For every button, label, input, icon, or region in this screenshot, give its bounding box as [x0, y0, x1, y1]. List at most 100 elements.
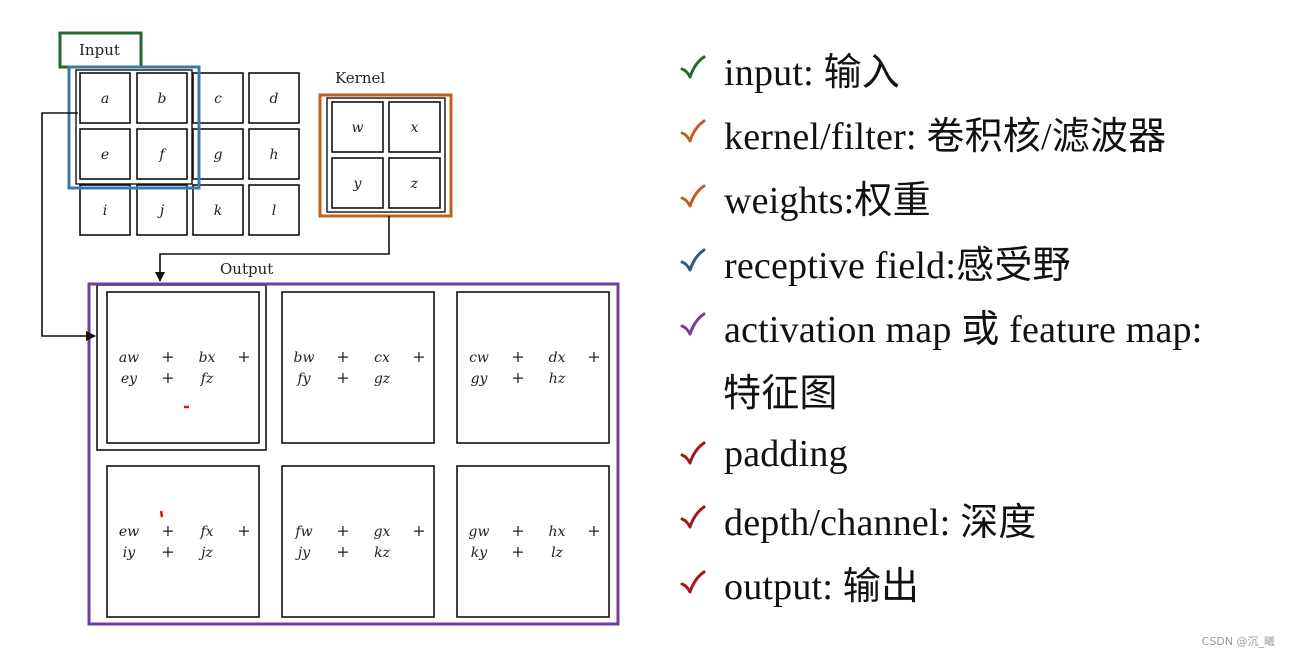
term-list: input: 输入 kernel/filter: 卷积核/滤波器 weights:权…: [680, 36, 1203, 615]
kernel-box: [318, 93, 453, 218]
input-cell-value: f: [158, 147, 167, 163]
input-cell-value: k: [214, 203, 222, 219]
input-cell-value: b: [158, 91, 167, 107]
input-cell-value: i: [103, 203, 107, 219]
input-cell: d: [248, 72, 300, 124]
output-cell: fw+gx+jy+kz: [281, 465, 435, 618]
kernel-grid: w x y z: [326, 97, 446, 213]
kernel-cell: y: [331, 157, 384, 209]
kernel-cell-value: y: [353, 176, 363, 192]
plus-sign: +: [412, 347, 425, 366]
output-cell: ew+fx+iy+jz: [106, 465, 260, 618]
output-term: fy: [296, 371, 311, 387]
output-term: kz: [374, 545, 390, 561]
receptive-field-box: [67, 65, 201, 190]
output-term: iy: [123, 545, 136, 561]
output-cell: cw+dx+gy+hz: [456, 291, 610, 444]
output-term: jy: [295, 545, 311, 561]
input-cell-value: d: [270, 91, 279, 107]
term-text: receptive field:感受野: [724, 244, 1071, 287]
input-cell: h: [248, 128, 300, 180]
kernel-label: Kernel: [335, 69, 385, 87]
output-label: Output: [220, 260, 273, 278]
input-cell: j: [136, 184, 188, 236]
plus-sign: +: [587, 347, 600, 366]
input-cell-value: a: [101, 91, 109, 107]
output-term: cw: [469, 350, 489, 366]
output-term: hx: [549, 524, 566, 540]
kernel-cell-value: x: [411, 120, 419, 136]
output-term: fz: [200, 371, 214, 387]
term-text: weights:权重: [724, 180, 931, 223]
output-term: bw: [294, 350, 315, 366]
term-text: activation map 或 feature map:: [724, 308, 1203, 351]
output-cell: aw+bx+ey+fz: [106, 291, 260, 444]
term-item: receptive field:感受野: [680, 229, 1203, 293]
check-icon: [680, 119, 706, 143]
output-term: gx: [374, 524, 391, 540]
input-cell: b: [136, 72, 188, 124]
output-term: ey: [121, 371, 138, 387]
plus-sign: +: [336, 368, 349, 387]
input-cell-value: c: [214, 91, 222, 107]
output-term: fw: [294, 524, 312, 540]
term-text: input: 输入: [724, 51, 900, 94]
output-term: gz: [374, 371, 391, 387]
check-icon: [680, 184, 706, 208]
output-term: ew: [119, 524, 139, 540]
plus-sign: +: [161, 368, 174, 387]
term-item: weights:权重: [680, 165, 1203, 229]
output-term: gw: [469, 524, 490, 540]
output-term: lz: [551, 545, 563, 561]
input-cell: l: [248, 184, 300, 236]
input-cell: k: [192, 184, 244, 236]
term-item: 特征图: [680, 357, 1203, 421]
kernel-to-output-arrow: [155, 216, 390, 282]
input-cell: c: [192, 72, 244, 124]
term-text: 特征图: [723, 373, 838, 416]
plus-sign: +: [161, 521, 174, 540]
term-item: activation map 或 feature map:: [680, 293, 1203, 357]
input-cell-value: j: [157, 203, 165, 219]
output-cell: gw+hx+ky+lz: [456, 465, 610, 618]
input-cell: f: [136, 128, 188, 180]
input-to-output-arrow: [41, 112, 96, 341]
plus-sign: +: [336, 347, 349, 366]
output-term: gy: [471, 371, 489, 387]
term-text: depth/channel: 深度: [724, 501, 1037, 544]
kernel-cell: x: [388, 101, 441, 153]
input-cell-value: g: [214, 147, 223, 163]
plus-sign: +: [412, 521, 425, 540]
output-grid: aw+bx+ey+fzbw+cx+fy+gzcw+dx+gy+hzew+fx+i…: [96, 284, 610, 618]
input-cell-value: h: [269, 147, 278, 163]
check-icon: [680, 570, 706, 594]
input-cell-value: l: [272, 203, 276, 219]
annotation-mark: [159, 510, 164, 518]
plus-sign: +: [511, 347, 524, 366]
kernel-cell: z: [388, 157, 441, 209]
check-icon: [680, 248, 706, 272]
output-term: jz: [198, 545, 213, 561]
output-box: [87, 282, 620, 626]
plus-sign: +: [587, 521, 600, 540]
output-cell: bw+cx+fy+gz: [281, 291, 435, 444]
term-item: depth/channel: 深度: [680, 486, 1203, 550]
output-term: fx: [199, 524, 213, 540]
term-item: input: 输入: [680, 36, 1203, 100]
check-icon: [680, 505, 706, 529]
check-icon: [680, 441, 706, 465]
output-term: aw: [119, 350, 139, 366]
term-text: output: 输出: [724, 566, 920, 609]
plus-sign: +: [336, 521, 349, 540]
check-icon: [680, 55, 706, 79]
term-text: kernel/filter: 卷积核/滤波器: [724, 115, 1167, 158]
term-item: output: 输出: [680, 550, 1203, 614]
plus-sign: +: [237, 347, 250, 366]
kernel-cell: w: [331, 101, 384, 153]
term-item: kernel/filter: 卷积核/滤波器: [680, 100, 1203, 164]
kernel-cell-value: z: [410, 176, 419, 192]
input-cell: g: [192, 128, 244, 180]
plus-sign: +: [161, 347, 174, 366]
